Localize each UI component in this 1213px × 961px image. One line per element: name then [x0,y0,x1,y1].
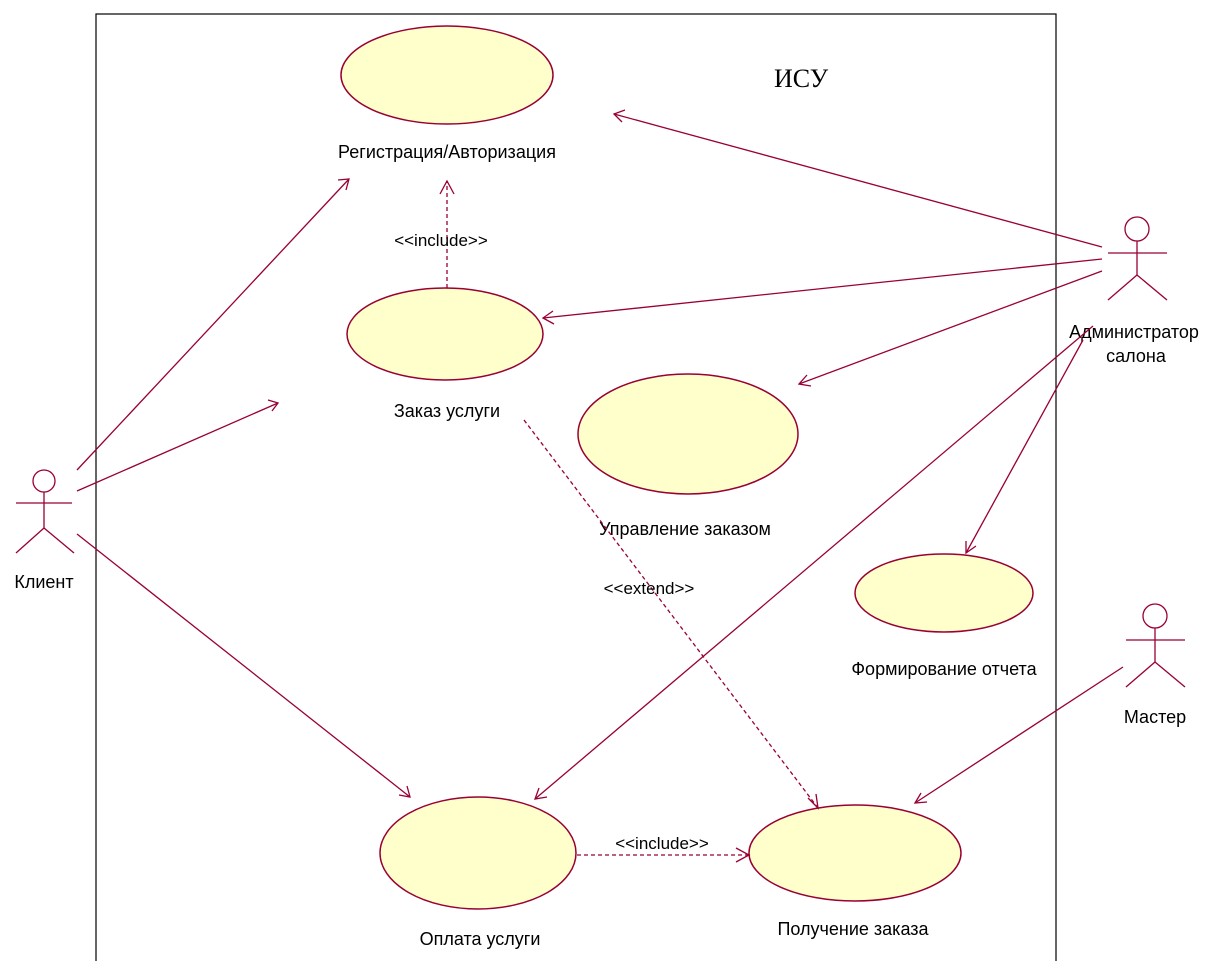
use-case-registration-label: Регистрация/Авторизация [338,142,556,162]
stereotype-include-bottom: <<include>> [615,834,709,853]
assoc-master-receive [913,666,1124,804]
assoc-admin-manage [797,270,1103,387]
use-case-report-label: Формирование отчета [851,659,1037,679]
assoc-admin-report [965,339,1084,555]
dep-include-order-registration [439,179,455,288]
assoc-admin-registration [612,109,1103,248]
actor-master-label: Мастер [1124,707,1186,727]
use-case-report[interactable] [854,553,1034,633]
stereotype-include-top: <<include>> [394,231,488,250]
dep-include-payment-receive [577,847,751,863]
dep-extend-order-receive [523,419,819,810]
system-title: ИСУ [774,64,829,93]
use-case-payment[interactable] [379,796,577,910]
actor-client-label: Клиент [14,572,73,592]
use-case-receive-order-label: Получение заказа [777,919,929,939]
use-case-receive-order[interactable] [748,804,962,902]
actor-admin-figure[interactable] [1107,216,1168,301]
use-case-payment-label: Оплата услуги [420,929,541,949]
actor-master-figure[interactable] [1125,603,1186,688]
assoc-admin-payment [534,325,1094,800]
use-case-registration[interactable] [340,25,554,125]
actor-admin-label-line2: салона [1106,346,1167,366]
use-case-manage-order[interactable] [577,373,799,495]
actor-client-figure[interactable] [15,469,75,554]
actor-admin-label-line1: Администратор [1069,322,1199,342]
system-boundary [95,13,1057,961]
assoc-client-registration [76,178,350,471]
assoc-admin-order [541,258,1103,325]
stereotype-extend: <<extend>> [604,579,695,598]
use-case-order-service[interactable] [346,287,544,381]
assoc-client-payment [76,533,411,798]
use-case-manage-order-label: Управление заказом [599,519,771,539]
assoc-client-order [76,399,280,492]
use-case-order-service-label: Заказ услуги [394,401,500,421]
